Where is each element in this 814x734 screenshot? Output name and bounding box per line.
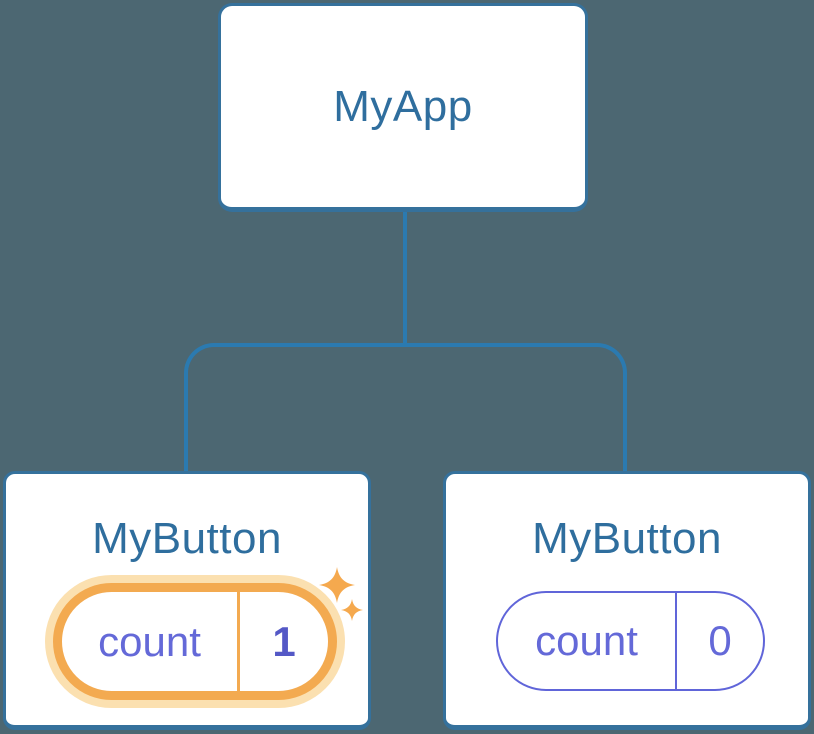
tree-node-myapp: MyApp <box>218 3 588 212</box>
state-pill-plain: count 0 <box>496 591 765 691</box>
state-key-label: count <box>98 617 201 665</box>
connector-bracket <box>184 343 627 471</box>
state-pill-highlighted: count 1 <box>53 583 337 700</box>
state-pill-divider <box>237 592 240 691</box>
node-label-myapp: MyApp <box>333 81 473 131</box>
tree-node-mybutton-left: MyButton count 1 <box>3 471 371 730</box>
sparkle-icon <box>319 567 355 603</box>
state-value: 0 <box>708 617 732 664</box>
node-label-mybutton-left: MyButton <box>92 514 282 563</box>
state-key-label: count <box>535 617 638 664</box>
sparkle-icon <box>341 599 363 621</box>
tree-node-mybutton-right: MyButton count 0 <box>443 471 811 730</box>
state-pill-divider <box>675 593 677 689</box>
node-label-mybutton-right: MyButton <box>532 514 722 563</box>
connector-stem <box>403 212 407 347</box>
state-value: 1 <box>272 617 296 665</box>
